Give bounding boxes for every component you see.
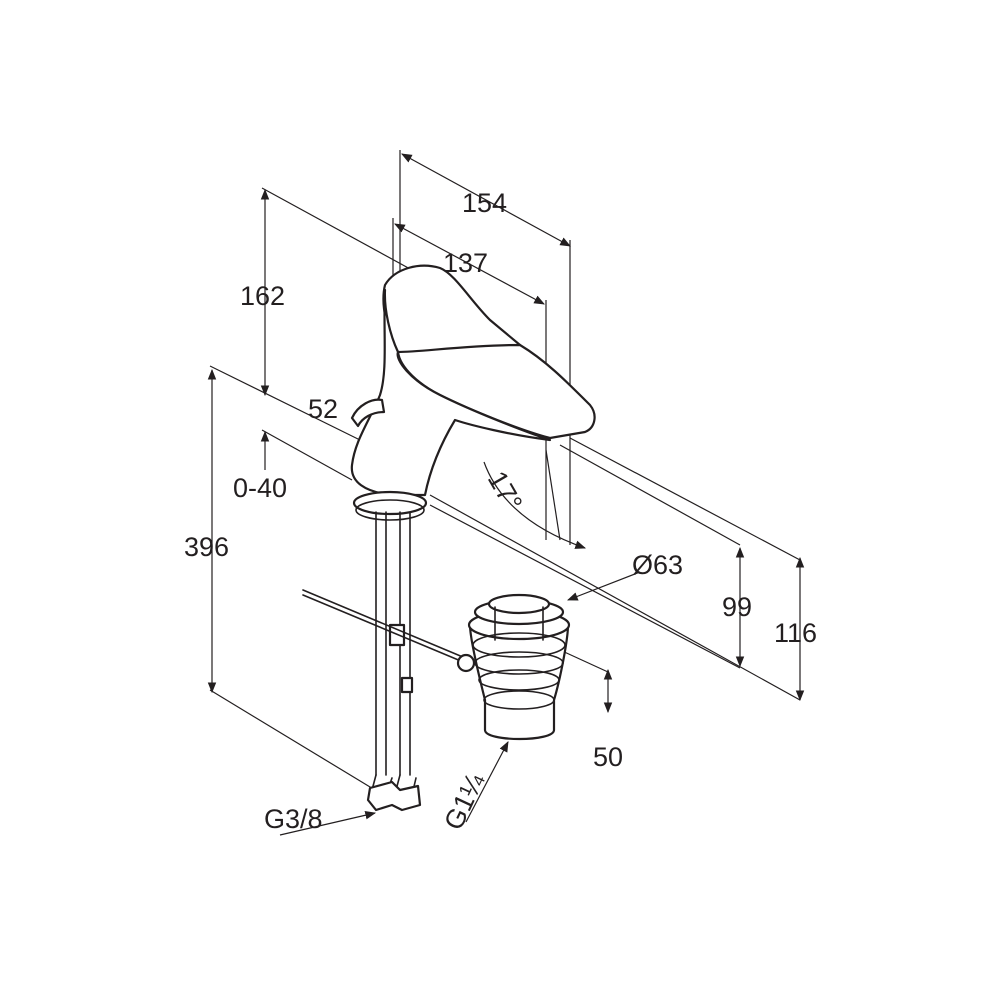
dim-50: 50 <box>593 742 623 772</box>
thread-g3-8: G3/8 <box>264 804 323 834</box>
dim-116: 116 <box>774 618 817 648</box>
extension-lines <box>209 150 801 791</box>
faucet-body <box>350 264 596 521</box>
dim-52: 52 <box>308 394 338 424</box>
dim-99: 99 <box>722 592 752 622</box>
pull-rod <box>302 589 476 673</box>
waste-valve <box>467 593 571 741</box>
dimension-lines <box>207 153 805 836</box>
supply-hoses <box>366 511 422 812</box>
thread-g1-1-4: G1¼ <box>438 768 490 834</box>
dim-0-40: 0-40 <box>233 473 287 503</box>
dim-137: 137 <box>443 248 488 278</box>
dim-diameter-63: Ø63 <box>632 550 683 580</box>
dim-154: 154 <box>462 188 507 218</box>
dim-162: 162 <box>240 281 285 311</box>
dim-396: 396 <box>184 532 229 562</box>
